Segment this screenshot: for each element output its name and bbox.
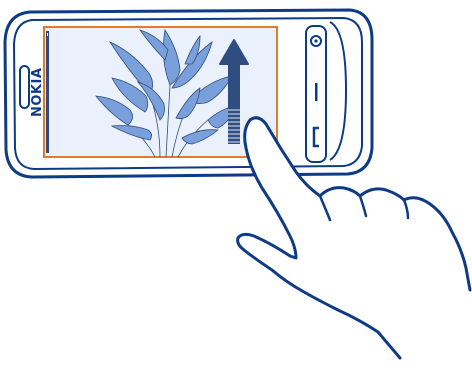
brand-logo: NOKIA [30, 68, 45, 117]
vertical-scrollbar[interactable] [46, 31, 49, 153]
earpiece-slot [20, 66, 29, 108]
touch-screen[interactable] [44, 27, 277, 157]
menu-key-icon [315, 83, 318, 101]
side-button-strip [306, 26, 326, 162]
